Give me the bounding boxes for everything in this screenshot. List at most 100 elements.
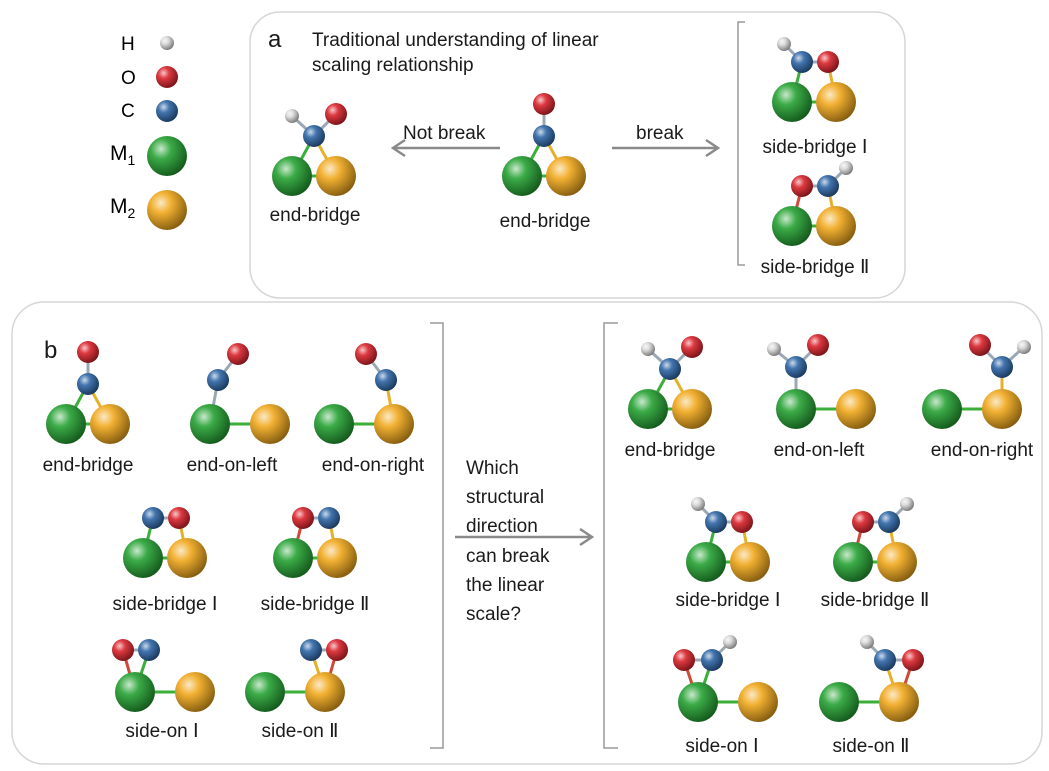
legend-m1-atom — [147, 136, 187, 176]
hydrogen-atom — [1017, 340, 1031, 354]
legend-label-h: H — [121, 34, 135, 55]
oxygen-atom — [852, 511, 874, 533]
a-left-end-bridge-cho — [272, 103, 356, 196]
panel-a-title-line1: Traditional understanding of linear — [312, 30, 599, 51]
b-right-side-on-2-cho — [819, 635, 924, 722]
oxygen-atom — [731, 511, 753, 533]
b-right-caption-side-on-1: side-on Ⅰ — [685, 736, 758, 757]
metal-m2-atom — [317, 538, 357, 578]
legend: H O C M1 M2 — [110, 34, 187, 230]
panel-a-bracket — [737, 21, 745, 266]
b-left-caption-side-on-1: side-on Ⅰ — [125, 721, 198, 742]
question-line-3: direction — [466, 516, 538, 537]
legend-o-atom — [156, 66, 178, 88]
hydrogen-atom — [839, 161, 853, 175]
b-left-caption-side-on-2: side-on Ⅱ — [262, 721, 339, 742]
hydrogen-atom — [723, 635, 737, 649]
metal-m1-atom — [115, 672, 155, 712]
oxygen-atom — [355, 343, 377, 365]
legend-label-m1: M1 — [110, 142, 136, 168]
carbon-atom — [303, 125, 325, 147]
molecule-layer — [46, 37, 1031, 722]
question-text: Which structural direction can break the… — [466, 458, 550, 625]
metal-m1-atom — [772, 82, 812, 122]
arrow-question — [455, 527, 595, 547]
question-line-4: can break — [466, 546, 550, 567]
panel-b-right-bracket — [603, 322, 618, 749]
metal-m1-atom — [502, 156, 542, 196]
b-right-side-bridge-2-cho — [833, 497, 917, 582]
oxygen-atom — [902, 649, 924, 671]
metal-m2-atom — [879, 682, 919, 722]
carbon-atom — [705, 511, 727, 533]
carbon-atom — [142, 507, 164, 529]
a-right-side-bridge-2-cho — [772, 161, 856, 246]
panel-a-letter: a — [268, 26, 282, 53]
question-line-1: Which — [466, 458, 519, 479]
question-line-5: the linear — [466, 575, 545, 596]
legend-m1-subscript: 1 — [128, 152, 136, 168]
b-right-caption-end-on-left: end-on-left — [774, 440, 866, 461]
oxygen-atom — [112, 639, 134, 661]
oxygen-atom — [168, 507, 190, 529]
b-left-caption-side-bridge-1: side-bridge Ⅰ — [113, 594, 218, 615]
metal-m1-atom — [273, 538, 313, 578]
metal-m1-atom — [922, 389, 962, 429]
b-right-end-bridge-cho — [628, 336, 712, 429]
carbon-atom — [701, 649, 723, 671]
metal-m2-atom — [730, 542, 770, 582]
panel-b-frame — [11, 301, 1043, 765]
oxygen-atom — [292, 507, 314, 529]
b-left-caption-side-bridge-2: side-bridge Ⅱ — [261, 594, 370, 615]
b-right-caption-side-bridge-1: side-bridge Ⅰ — [676, 590, 781, 611]
panel-a-right-bottom-caption: side-bridge Ⅱ — [761, 257, 870, 278]
carbon-atom — [874, 649, 896, 671]
metal-m2-atom — [982, 389, 1022, 429]
b-right-side-on-1-cho — [673, 635, 778, 722]
metal-m2-atom — [250, 404, 290, 444]
legend-m2-subscript: 2 — [128, 205, 136, 221]
label-not-break: Not break — [403, 123, 486, 144]
oxygen-atom — [77, 341, 99, 363]
carbon-atom — [791, 51, 813, 73]
metal-m1-atom — [46, 404, 86, 444]
b-left-end-bridge-co — [46, 341, 130, 444]
metal-m1-atom — [772, 206, 812, 246]
legend-label-o: O — [121, 68, 136, 89]
legend-label-m2: M2 — [110, 195, 136, 221]
b-left-caption-end-on-left: end-on-left — [187, 455, 279, 476]
carbon-atom — [300, 639, 322, 661]
oxygen-atom — [326, 639, 348, 661]
carbon-atom — [138, 639, 160, 661]
b-right-side-bridge-1-cho — [686, 497, 770, 582]
metal-m1-atom — [819, 682, 859, 722]
question-line-6: scale? — [466, 604, 521, 625]
metal-m1-atom — [314, 404, 354, 444]
b-left-side-bridge-2-co — [273, 507, 357, 578]
metal-m2-atom — [546, 156, 586, 196]
metal-m2-atom — [816, 206, 856, 246]
oxygen-atom — [673, 649, 695, 671]
metal-m1-atom — [678, 682, 718, 722]
oxygen-atom — [791, 175, 813, 197]
b-right-end-on-left-cho — [767, 334, 876, 429]
metal-m1-atom — [190, 404, 230, 444]
metal-m1-atom — [686, 542, 726, 582]
metal-m1-atom — [245, 672, 285, 712]
metal-m2-atom — [316, 156, 356, 196]
oxygen-atom — [681, 336, 703, 358]
question-line-2: structural — [466, 487, 544, 508]
hydrogen-atom — [777, 37, 791, 51]
oxygen-atom — [227, 343, 249, 365]
metal-m2-atom — [175, 672, 215, 712]
carbon-atom — [659, 358, 681, 380]
legend-m2-atom — [147, 190, 187, 230]
hydrogen-atom — [691, 497, 705, 511]
legend-c-atom — [156, 100, 178, 122]
b-right-caption-side-on-2: side-on Ⅱ — [833, 736, 910, 757]
b-left-side-on-2-co — [245, 639, 348, 712]
oxygen-atom — [533, 93, 555, 115]
b-left-side-on-1-co — [112, 639, 215, 712]
legend-label-c: C — [121, 101, 135, 122]
